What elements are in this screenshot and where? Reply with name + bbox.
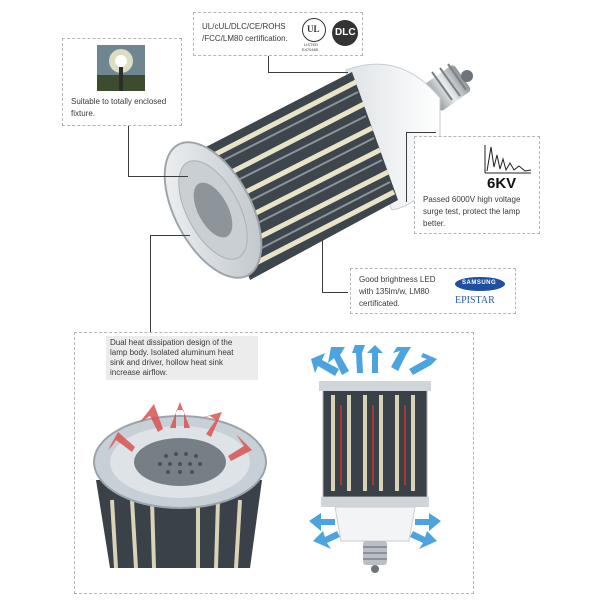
ul-code: E470465	[302, 47, 319, 52]
samsung-logo: SAMSUNG	[455, 277, 505, 291]
ul-listed-mark: UL	[302, 18, 326, 42]
red-airflow-arrows	[108, 402, 252, 461]
surge-line-1: Passed 6000V high voltage	[423, 195, 521, 204]
heat-line-3: sink and driver, hollow heat sink	[110, 358, 223, 367]
lamp-front-rim	[163, 141, 263, 279]
epistar-logo-text: EPISTAR	[455, 295, 495, 306]
dlc-mark-text: DLC	[335, 27, 356, 38]
leader-line-cert	[268, 56, 269, 72]
blue-airflow-arrows-top	[311, 345, 437, 376]
lamp-airflow-diagram	[309, 345, 441, 573]
leader-line-surge	[406, 132, 436, 133]
brightness-line-3: certificated.	[359, 299, 400, 308]
surge-line-3: better.	[423, 219, 446, 228]
surge-line-2: surge test, protect the lamp	[423, 207, 520, 216]
enclosed-line-1: Suitable to totally enclosed	[71, 97, 167, 106]
ul-caption: LISTED	[304, 42, 319, 47]
brightness-line-2: with 135lm/w, LM80	[359, 287, 430, 296]
heat-line-2: lamp body. Isolated aluminum heat	[110, 348, 234, 357]
ul-mark-text: UL	[307, 24, 320, 34]
surge-test-callout: 6KV Passed 6000V high voltage surge test…	[414, 136, 540, 234]
leader-line-heat	[150, 235, 151, 332]
certification-line-2: /FCC/LM80 certification.	[202, 34, 288, 43]
leader-line-heat-h	[150, 235, 190, 236]
heat-line-4: increase airflow.	[110, 368, 168, 377]
blue-airflow-arrows-bottom	[309, 513, 441, 549]
leader-line-cert-h	[268, 72, 348, 73]
heat-dissipation-textbox: Dual heat dissipation design of the lamp…	[106, 336, 258, 380]
heat-line-1: Dual heat dissipation design of the	[110, 338, 233, 347]
leader-line-surge-v	[406, 132, 407, 202]
street-lamp-photo	[97, 45, 145, 91]
leader-line-enclosed	[128, 126, 129, 176]
surge-badge: 6KV	[487, 175, 517, 192]
certification-callout: UL/cUL/DLC/CE/ROHS /FCC/LM80 certificati…	[193, 12, 363, 56]
enclosed-fixture-callout: Suitable to totally enclosed fixture.	[62, 38, 182, 126]
leader-line-enclosed-h	[128, 176, 188, 177]
dlc-mark: DLC	[332, 20, 358, 46]
samsung-logo-text: SAMSUNG	[462, 280, 497, 286]
lamp-end-closeup	[93, 402, 267, 569]
brightness-line-1: Good brightness LED	[359, 275, 436, 284]
enclosed-line-2: fixture.	[71, 109, 96, 118]
certification-line-1: UL/cUL/DLC/CE/ROHS	[202, 22, 286, 31]
surge-waveform-icon	[484, 145, 532, 174]
leader-line-brightness-h	[322, 292, 348, 293]
brightness-callout: Good brightness LED with 135lm/w, LM80 c…	[350, 268, 516, 314]
leader-line-brightness	[322, 240, 323, 292]
